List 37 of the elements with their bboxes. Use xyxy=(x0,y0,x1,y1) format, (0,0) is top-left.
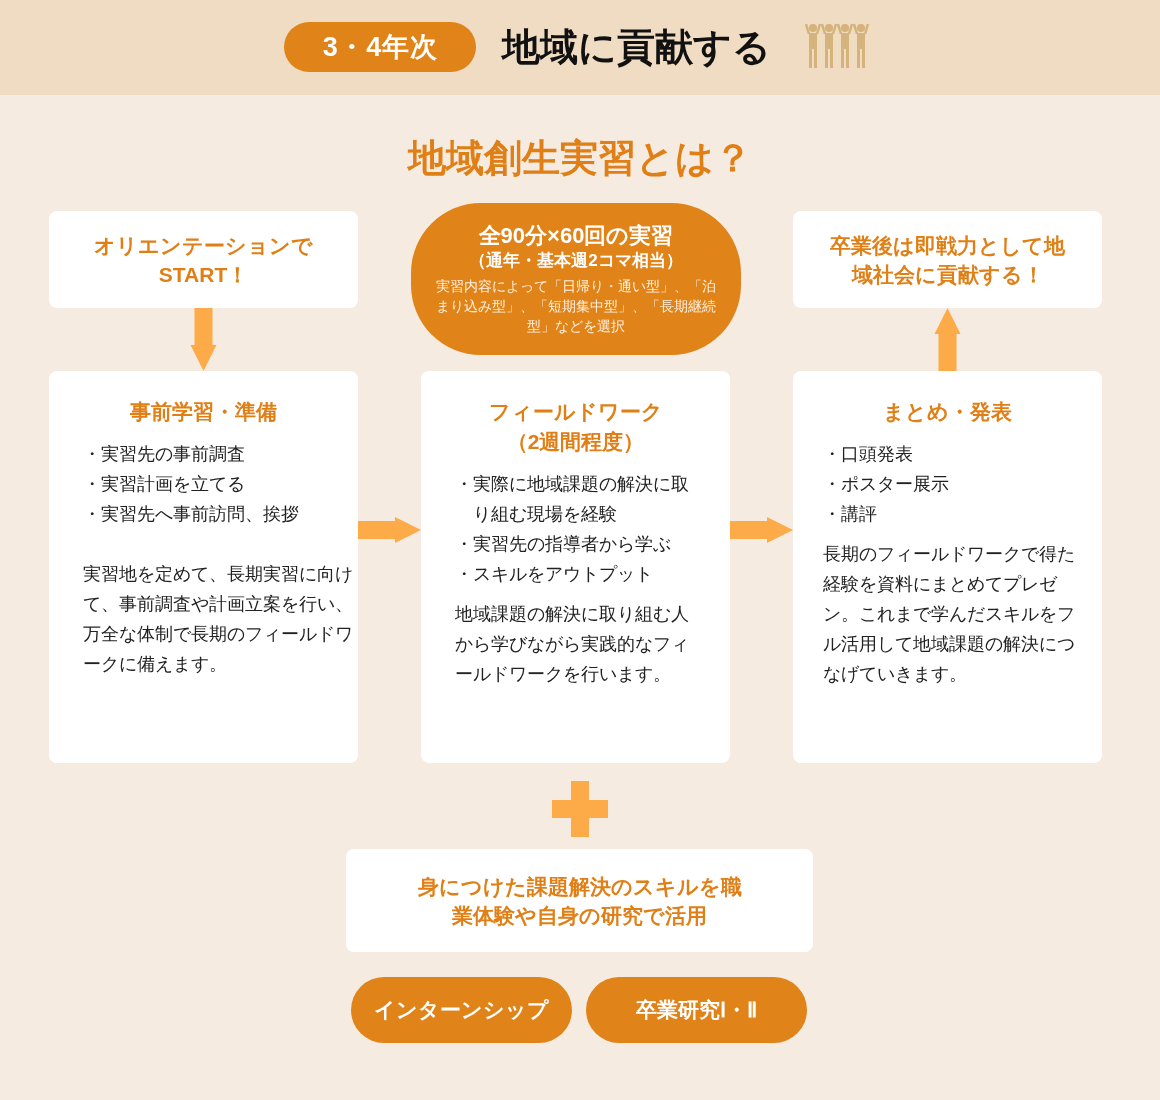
card-heading: まとめ・発表 xyxy=(882,399,1013,425)
card-heading: 事前学習・準備 xyxy=(129,399,278,425)
box-text: 卒業後は即戦力として地域社会に貢献する！ xyxy=(829,232,1066,288)
bullet-item: ・ポスター展示 xyxy=(823,473,950,496)
year-badge xyxy=(284,22,476,72)
card-description: 地域課題の解決に取り組む人から学びながら実践的なフィールドワークを行います。 xyxy=(455,603,690,686)
box-text: オリエンテーションで START！ xyxy=(93,232,314,288)
pill-description: 実習内容によって「日帰り・通い型」、「泊まり込み型」、「短期集中型」、「長期継続型」などを選択 xyxy=(435,277,717,336)
arrow xyxy=(190,308,217,371)
bullet-item: ・実習計画を立てる xyxy=(83,473,246,496)
bullet-item: ・実際に地域課題の解決に取り組む現場を経験 xyxy=(455,473,690,526)
badge-text: 3・4年次 xyxy=(322,30,438,64)
bullet-item: ・口頭発表 xyxy=(823,443,914,466)
bullet-item: ・実習先の指導者から学ぶ xyxy=(455,533,672,556)
text-box xyxy=(346,849,813,952)
arrow xyxy=(934,308,961,371)
pill-label: インターンシップ xyxy=(374,997,549,1024)
bullet-item: ・実習先の事前調査 xyxy=(83,443,246,466)
step-card xyxy=(793,371,1102,763)
bullet-item: ・スキルをアウトプット xyxy=(455,563,654,586)
pill-label: 卒業研究Ⅰ・Ⅱ xyxy=(636,997,757,1024)
pill-heading: 全90分×60回の実習 xyxy=(478,222,674,250)
header-title: 地域に貢献する xyxy=(502,25,771,70)
diagram-title: 地域創生実習とは？ xyxy=(406,136,753,181)
text-box xyxy=(793,211,1102,308)
card-heading: フィールドワーク（2週間程度） xyxy=(487,399,664,455)
bullet-item: ・講評 xyxy=(823,503,878,526)
text-box xyxy=(49,211,358,308)
card-description: 実習地を定めて、長期実習に向けて、事前調査や計画立案を行い、万全な体制で長期のフィールドワークに備えます。 xyxy=(83,563,354,676)
bullet-item: ・実習先へ事前訪問、挨拶 xyxy=(83,503,300,526)
arrow xyxy=(358,517,421,543)
pill-subheading: （通年・基本週2コマ相当） xyxy=(469,250,683,272)
box-text: 身につけた課題解決のスキルを職業体験や自身の研究で活用 xyxy=(416,873,743,929)
step-card xyxy=(49,371,358,763)
step-card xyxy=(421,371,730,763)
card-description: 長期のフィールドワークで得た経験を資料にまとめてプレゼン。これまで学んだスキルをフル活用して地域課題の解決につなげていきます。 xyxy=(823,543,1076,686)
arrow xyxy=(730,517,793,543)
